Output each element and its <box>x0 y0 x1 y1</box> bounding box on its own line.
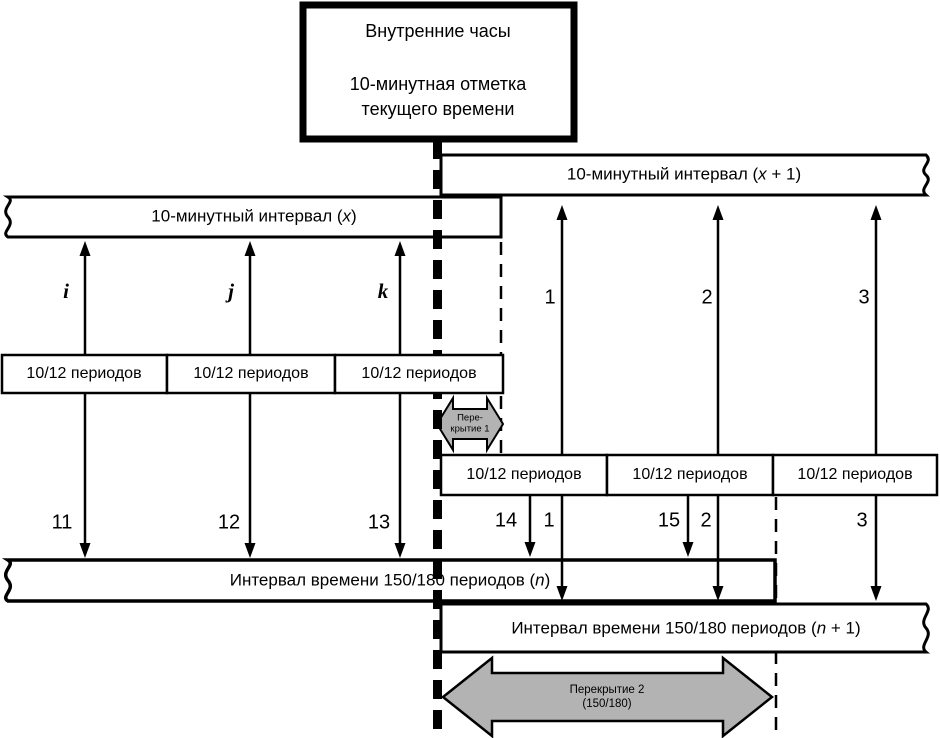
bar-x1-suffix: + 1) <box>766 164 802 184</box>
arrow-label-2-lower: 2 <box>700 509 712 532</box>
down-arrowheads-right <box>556 586 882 601</box>
up-arrows-right <box>560 216 878 455</box>
clock-box-subtitle2: текущего времени <box>361 98 515 119</box>
arrow-label-j: j <box>228 278 234 303</box>
period-box-label: 10/12 периодов <box>466 466 582 483</box>
bar-interval-n <box>1 558 777 603</box>
up-arrowheads-left <box>79 241 406 256</box>
period-box-label: 10/12 периодов <box>193 365 309 382</box>
bar-n-variable: n <box>535 570 545 590</box>
clock-box-subtitle1: 10-минутная отметка <box>349 73 527 94</box>
period-box-label: 10/12 периодов <box>797 466 913 483</box>
bar-x-suffix: ) <box>351 206 357 226</box>
overlap1-arrow <box>435 394 505 454</box>
clock-box <box>299 1 578 143</box>
overlap2-label-line1: Перекрытие 2 <box>569 684 645 696</box>
bar-interval-n-label: Интервал времени 150/180 периодов (n) <box>230 569 551 590</box>
period-box-label: 10/12 периодов <box>26 365 142 382</box>
arrow-label-i: i <box>63 278 69 303</box>
bar-n1-suffix: + 1) <box>826 618 861 638</box>
bar-x-prefix: 10-минутный интервал ( <box>151 206 343 226</box>
arrow-label-1-upper: 1 <box>544 286 556 309</box>
overlap2-arrow <box>440 655 775 738</box>
bar-x1-prefix: 10-минутный интервал ( <box>566 164 759 184</box>
arrow-label-k: k <box>377 278 389 303</box>
period-box-label: 10/12 периодов <box>361 365 477 382</box>
down-arrowheads-left <box>79 543 406 558</box>
arrow-label-3-upper: 3 <box>858 286 870 309</box>
overlap1-label-line2: крытие 1 <box>450 423 490 435</box>
arrow-label-12: 12 <box>217 511 241 534</box>
bar-n1-variable: n <box>816 618 827 638</box>
bar-n1-prefix: Интервал времени 150/180 периодов ( <box>511 618 817 638</box>
down-arrows-right <box>560 495 878 589</box>
bar-n-prefix: Интервал времени 150/180 периодов ( <box>229 570 536 590</box>
period-boxes-row1 <box>0 353 505 395</box>
arrow-label-11: 11 <box>51 511 73 534</box>
bar-interval-x-label: 10-минутный интервал (x) <box>151 205 356 226</box>
arrow-label-1-lower: 1 <box>543 509 555 532</box>
bar-interval-n1 <box>439 602 930 654</box>
down-arrowheads-inner <box>524 542 694 557</box>
up-arrows-left <box>83 252 402 355</box>
up-arrowheads-right <box>556 205 882 220</box>
arrow-label-15: 15 <box>657 509 681 532</box>
bar-x-variable: x <box>342 206 352 226</box>
down-arrows-inner <box>528 495 690 544</box>
arrow-label-3-lower: 3 <box>856 509 868 532</box>
bar-x1-variable: x <box>758 164 767 184</box>
bar-interval-x1-label: 10-минутный интервал (x + 1) <box>567 163 801 184</box>
bar-interval-x <box>2 195 503 239</box>
overlap2-label-line2: (150/180) <box>582 698 632 710</box>
bar-n-suffix: ) <box>544 570 551 590</box>
down-arrows-left <box>83 393 402 546</box>
overlap1-label-line1: Пере- <box>457 412 483 424</box>
period-boxes-row2 <box>439 453 939 497</box>
period-box-label: 10/12 периодов <box>632 466 748 483</box>
bar-interval-x1 <box>439 153 930 197</box>
bar-interval-n1-label: Интервал времени 150/180 периодов (n + 1… <box>511 617 860 638</box>
arrow-label-2-upper: 2 <box>701 286 713 309</box>
arrow-label-14: 14 <box>494 509 518 532</box>
arrow-label-13: 13 <box>367 511 391 534</box>
clock-box-title: Внутренние часы <box>365 20 511 41</box>
